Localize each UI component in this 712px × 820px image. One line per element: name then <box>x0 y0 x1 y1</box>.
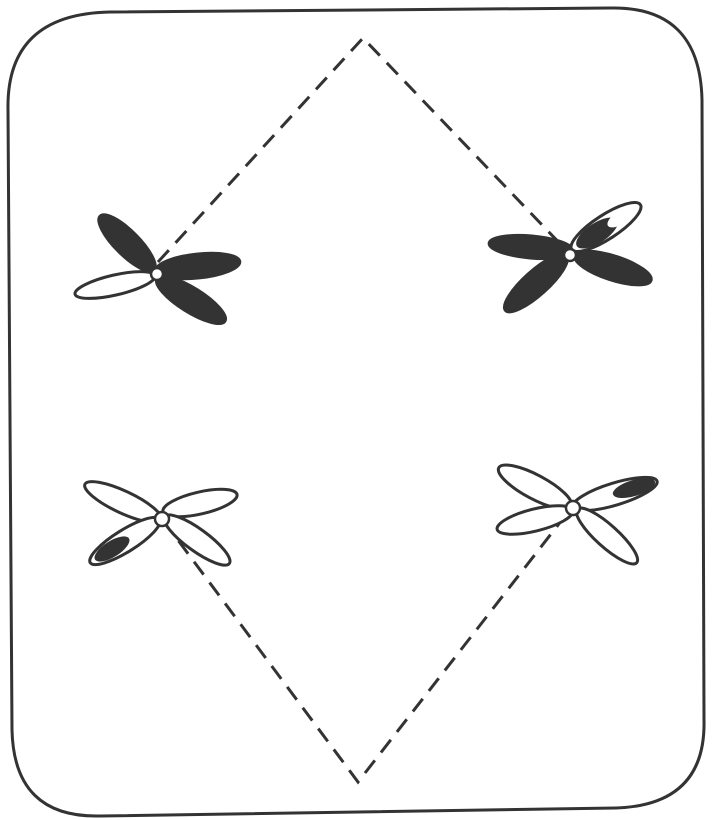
chromosome-arm <box>494 500 575 540</box>
centromere <box>155 512 169 526</box>
chromosome-arm <box>92 208 163 279</box>
upper-dashed-connector <box>158 38 568 262</box>
chromosome-lower-left <box>80 474 239 572</box>
chromosome-upper-left <box>73 208 241 332</box>
centromere <box>151 268 163 280</box>
chromosome-upper-right <box>488 195 655 320</box>
chromosome-arm <box>570 501 644 571</box>
panel-border <box>8 8 704 816</box>
chromosome-lower-right <box>493 457 660 571</box>
chromosome-arm <box>73 266 157 304</box>
centromere <box>566 501 580 515</box>
centromere <box>564 249 576 261</box>
